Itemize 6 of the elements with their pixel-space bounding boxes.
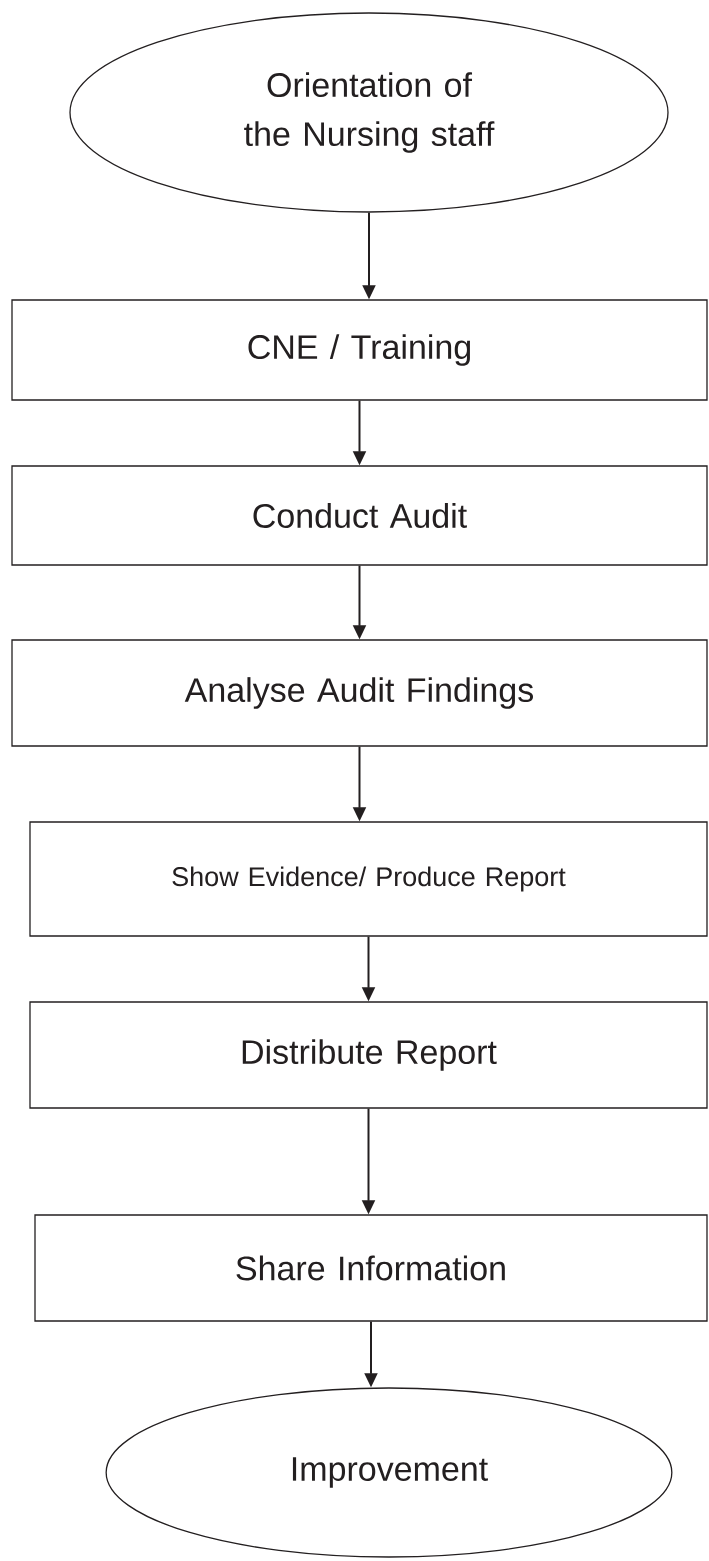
process-box: Distribute Report xyxy=(29,1001,708,1109)
process-box: Analyse Audit Findings xyxy=(11,639,708,747)
process-box: Conduct Audit xyxy=(11,465,708,566)
process-box: Share Information xyxy=(34,1214,708,1322)
process-box: CNE / Training xyxy=(11,299,708,401)
process-box: Show Evidence/ Produce Report xyxy=(29,821,708,937)
